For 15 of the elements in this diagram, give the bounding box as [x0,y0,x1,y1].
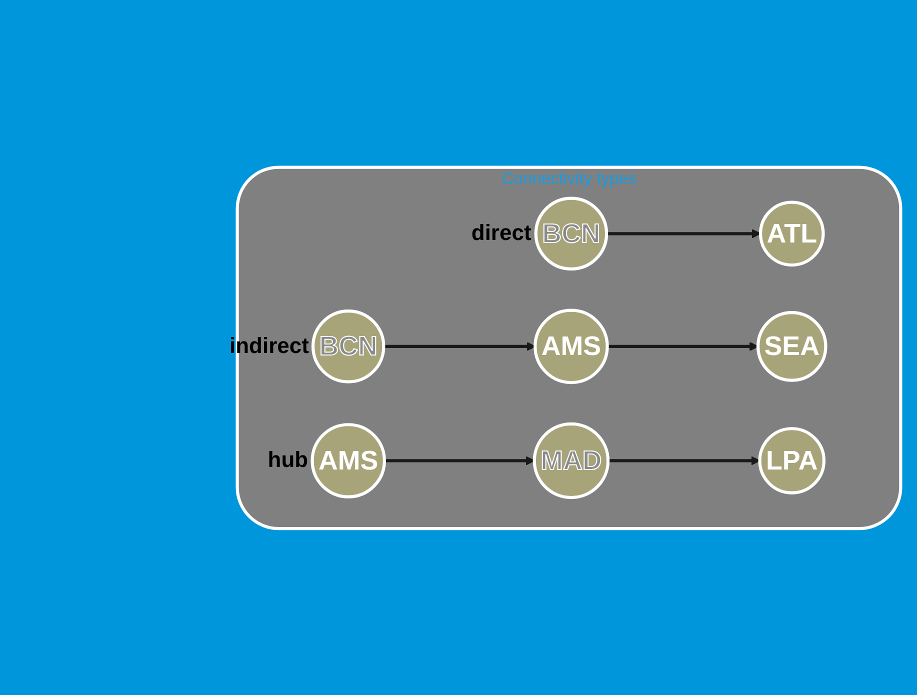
node-circle: SEA [756,310,827,382]
node-circle: BCN [310,309,385,383]
node-circle: BCN [534,196,608,270]
node-circle: AMS [310,422,386,498]
arrow [606,228,760,238]
node-circle: ATL [758,200,824,266]
arrow [606,341,758,351]
node-circle: MAD [532,422,610,499]
node-circle: LPA [758,426,826,494]
arrow [608,456,760,465]
node-circle: AMS [533,308,608,384]
arrow [384,456,534,465]
arrow [383,341,536,351]
row-label: hub [268,447,308,474]
row-label: direct [471,220,532,246]
